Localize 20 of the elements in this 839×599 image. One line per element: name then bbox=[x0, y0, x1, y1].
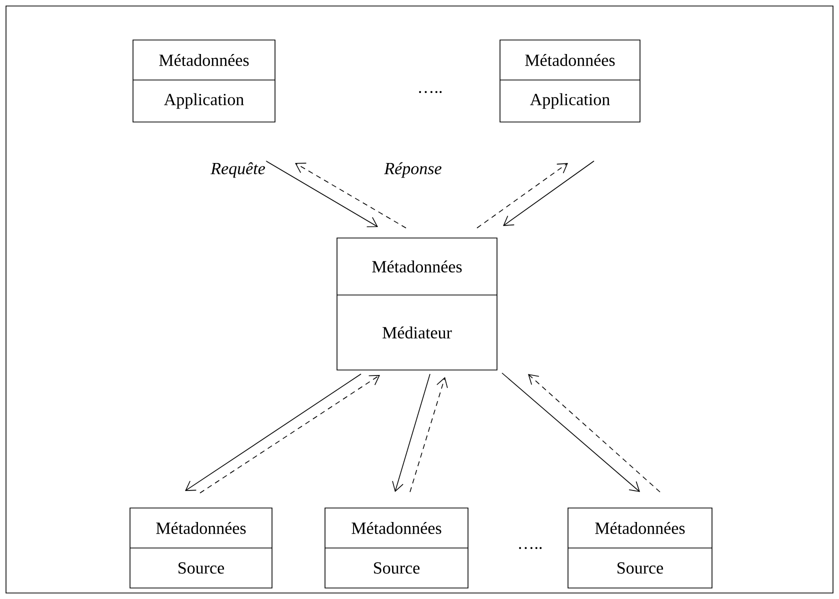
arrow bbox=[410, 377, 448, 492]
ellipsis: ….. bbox=[419, 91, 442, 93]
ellipsis: ….. bbox=[519, 546, 542, 549]
split-box: Métadonnées Source bbox=[324, 508, 468, 588]
arrow bbox=[295, 162, 406, 228]
arrow bbox=[528, 374, 660, 492]
arrow bbox=[476, 163, 568, 228]
split-box: Métadonnées Source bbox=[568, 508, 712, 588]
edge-label: Requête bbox=[210, 161, 266, 179]
arrow bbox=[392, 374, 430, 492]
arrow bbox=[200, 375, 380, 494]
split-box: Métadonnées Application bbox=[500, 40, 640, 122]
split-box: Métadonnées Médiateur bbox=[336, 238, 498, 370]
edge-label: Réponse bbox=[383, 161, 443, 179]
arrow bbox=[185, 374, 362, 491]
arrow bbox=[502, 372, 640, 492]
arrow bbox=[266, 160, 378, 228]
split-box: Métadonnées Application bbox=[132, 40, 276, 122]
arrow bbox=[503, 160, 594, 226]
split-box: Métadonnées Source bbox=[130, 508, 272, 588]
